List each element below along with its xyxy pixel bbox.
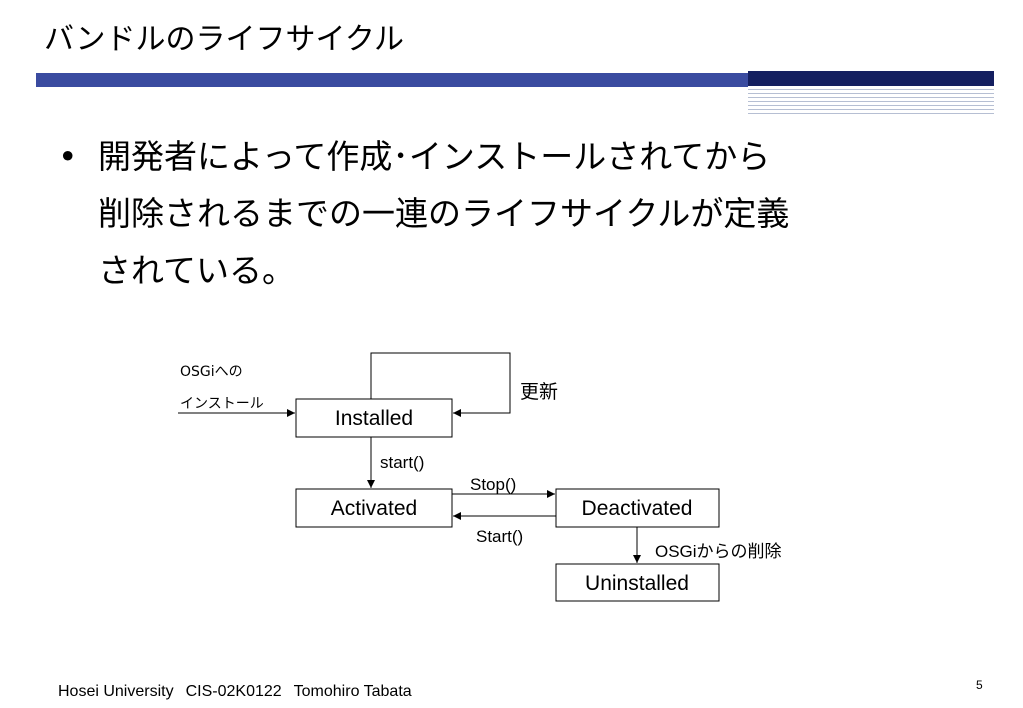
bullet-line-1: 開発者によって作成･インストールされてから [98, 137, 771, 176]
bullet-marker: • [58, 137, 78, 176]
footer-author: Tomohiro Tabata [293, 683, 412, 700]
footer: Hosei University CIS-02K0122 Tomohiro Taba… [58, 683, 424, 701]
state-activated-label: Activated [331, 497, 417, 520]
state-uninstalled-box [555, 563, 720, 602]
state-uninstalled-label: Uninstalled [585, 572, 689, 595]
bullet-line-3: されている。 [98, 251, 296, 290]
header-stripes [748, 89, 994, 117]
update-loop-arrow [370, 352, 511, 417]
footer-course: CIS-02K0122 [185, 683, 282, 700]
footer-university: Hosei University [58, 683, 174, 700]
page-number: 5 [976, 678, 983, 692]
state-installed-box [295, 398, 453, 438]
update-label: 更新 [520, 381, 558, 403]
install-label-line-1: OSGiへの [180, 364, 243, 380]
state-deactivated-box [555, 488, 720, 528]
header-bar-accent [748, 71, 994, 86]
state-activated-box [295, 488, 453, 528]
restart-label: Start() [476, 527, 523, 546]
state-deactivated-label: Deactivated [582, 497, 693, 520]
slide-title: バンドルのライフサイクル [44, 22, 404, 57]
start-label: start() [380, 453, 424, 472]
install-label-line-2: インストール [180, 396, 264, 412]
state-installed-label: Installed [335, 407, 413, 430]
stop-label: Stop() [470, 475, 516, 494]
bullet-line-2: 削除されるまでの一連のライフサイクルが定義 [98, 194, 790, 233]
header-bar [36, 73, 748, 87]
remove-label: OSGiからの削除 [655, 542, 782, 561]
